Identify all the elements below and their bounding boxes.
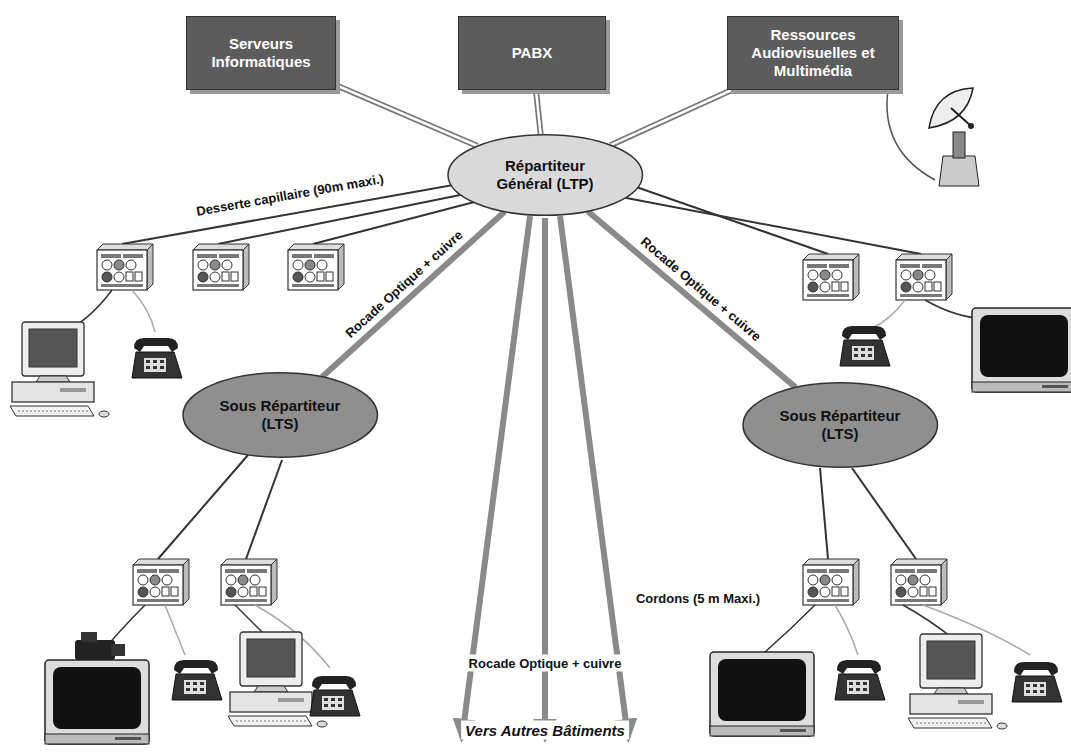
trunk-link [536, 90, 541, 135]
node-label: PABX [512, 44, 553, 62]
cord-note: Cordons (5 m Maxi.) [636, 591, 760, 606]
node-label: Ressources Audiovisuelles et Multimédia [737, 26, 889, 80]
backbone-note: Rocade Optique + cuivre [465, 655, 626, 672]
server-box: Serveurs Informatiques [186, 16, 336, 90]
node-label: Répartiteur Général (LTP) [480, 157, 610, 193]
edge-label: Rocade Optique + cuivre [342, 227, 465, 341]
main-distributor: Répartiteur Général (LTP) [446, 133, 645, 217]
backbone-link [588, 211, 796, 387]
edge-label: Rocade Optique + cuivre [638, 234, 764, 344]
trunk-link [610, 90, 731, 145]
node-label: Sous Répartiteur (LTS) [775, 407, 905, 443]
trunk-link [336, 85, 477, 146]
node-label: Serveurs Informatiques [196, 35, 326, 71]
destination-note: Vers Autres Bâtiments [461, 721, 629, 740]
capillary-note: Desserte capillaire (90m maxi.) [195, 171, 385, 219]
sub-distributor: Sous Répartiteur (LTS) [741, 381, 940, 469]
backbone-link [322, 212, 504, 377]
pabx-box: PABX [458, 16, 606, 90]
sub-distributor: Sous Répartiteur (LTS) [181, 371, 380, 459]
node-label: Sous Répartiteur (LTS) [215, 397, 345, 433]
av-resources-box: Ressources Audiovisuelles et Multimédia [727, 16, 899, 90]
